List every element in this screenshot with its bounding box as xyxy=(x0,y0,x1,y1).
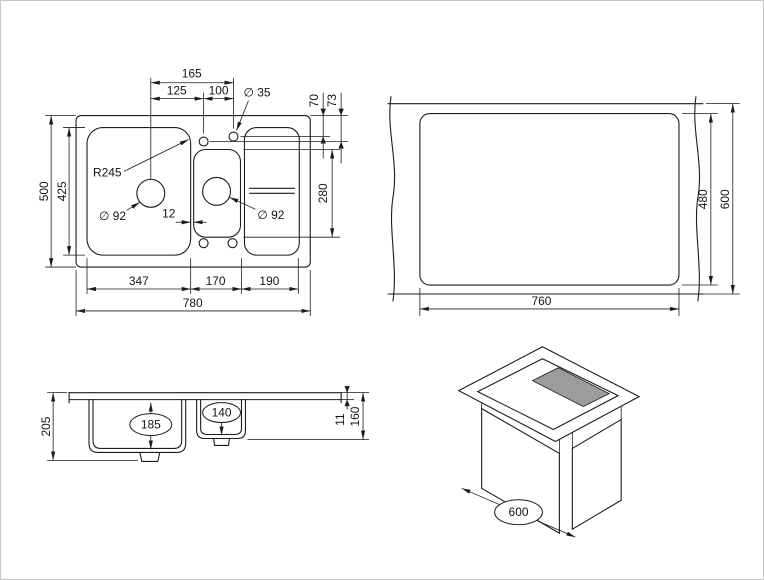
cutout-extension-lines xyxy=(419,103,740,316)
drain-right-leader xyxy=(229,196,256,210)
small-bowl-section-outer xyxy=(196,399,247,440)
dim-dia92-left-label: ∅ 92 xyxy=(99,209,126,223)
top-view-labels: 165 125 100 ∅ 35 70 73 R245 500 425 ∅ 92… xyxy=(37,67,339,310)
cutout-dimension-lines xyxy=(419,103,735,312)
tap-hole xyxy=(228,131,239,142)
dim-70-label: 70 xyxy=(307,94,321,108)
front-labels: 205 185 140 11 160 xyxy=(39,406,362,437)
dim-760-label: 760 xyxy=(531,294,551,308)
tap-hole xyxy=(198,238,209,249)
sink-outline xyxy=(75,115,311,268)
dim-190-label: 190 xyxy=(259,274,279,288)
dim-185-label: 185 xyxy=(141,418,161,432)
isometric-view: 600 xyxy=(457,346,641,538)
dim-125-label: 125 xyxy=(167,84,187,98)
width-600-bubble xyxy=(494,499,543,526)
small-drain-stub xyxy=(213,437,231,447)
dim-160-label: 160 xyxy=(348,406,362,426)
iso-rim-outer xyxy=(457,346,641,443)
dim-205-label: 205 xyxy=(39,416,53,436)
break-line-left xyxy=(389,96,396,302)
tap-hole-leader xyxy=(236,100,249,131)
front-extension-lines xyxy=(47,392,370,461)
tap-hole xyxy=(227,238,238,249)
tap-hole xyxy=(198,136,209,147)
dim-780-label: 780 xyxy=(183,296,203,310)
small-drain-hole xyxy=(202,176,232,206)
top-view-dimension-lines xyxy=(49,80,344,314)
front-view: 205 185 140 11 160 xyxy=(39,385,370,462)
dim-dia35-label: ∅ 35 xyxy=(243,86,270,100)
main-drain-stub xyxy=(139,451,161,462)
dim-165-label: 165 xyxy=(182,67,202,81)
break-line-right xyxy=(694,96,701,302)
sink-outer-edge xyxy=(75,115,311,268)
cutout-view: 480 600 760 xyxy=(387,96,740,316)
top-view: 165 125 100 ∅ 35 70 73 R245 500 425 ∅ 92… xyxy=(37,67,349,316)
top-view-extension-lines xyxy=(45,77,349,316)
dim-dia92-right-label: ∅ 92 xyxy=(257,208,284,222)
cutout-labels: 480 600 760 xyxy=(531,189,731,308)
iso-right-panel xyxy=(571,418,622,531)
dim-100-label: 100 xyxy=(209,84,229,98)
cutout-rectangle xyxy=(419,113,680,286)
dim-500-label: 500 xyxy=(37,181,51,201)
radius-leader xyxy=(123,139,189,172)
iso-cutout-opening xyxy=(476,358,620,431)
depth-185-bubble xyxy=(129,413,173,436)
dim-170-label: 170 xyxy=(206,274,226,288)
dim-280-label: 280 xyxy=(316,183,330,203)
main-drain-hole xyxy=(136,178,166,208)
dim-600-label: 600 xyxy=(718,189,732,209)
dim-12-label: 12 xyxy=(162,206,176,220)
iso-shaded-panel xyxy=(531,367,611,408)
main-bowl-section-outer xyxy=(88,399,187,453)
main-bowl-outline xyxy=(86,127,192,256)
small-bowl-outline xyxy=(193,148,242,238)
sink-section-outline xyxy=(68,392,342,462)
front-dimension-lines xyxy=(51,385,366,461)
dim-iso-600-label: 600 xyxy=(509,505,529,519)
dim-140-label: 140 xyxy=(212,406,232,420)
drainboard-outline xyxy=(243,127,300,256)
dim-r245-label: R245 xyxy=(93,165,122,179)
main-bowl-section-inner xyxy=(92,399,183,449)
dim-73-label: 73 xyxy=(325,94,339,108)
dim-11-label: 11 xyxy=(333,413,347,426)
drain-left-leader xyxy=(126,201,141,211)
iso-connector-lines xyxy=(481,402,622,454)
dim-425-label: 425 xyxy=(55,181,69,201)
dim-480-label: 480 xyxy=(696,189,710,209)
dim-347-label: 347 xyxy=(129,274,149,288)
depth-140-bubble xyxy=(202,402,241,424)
